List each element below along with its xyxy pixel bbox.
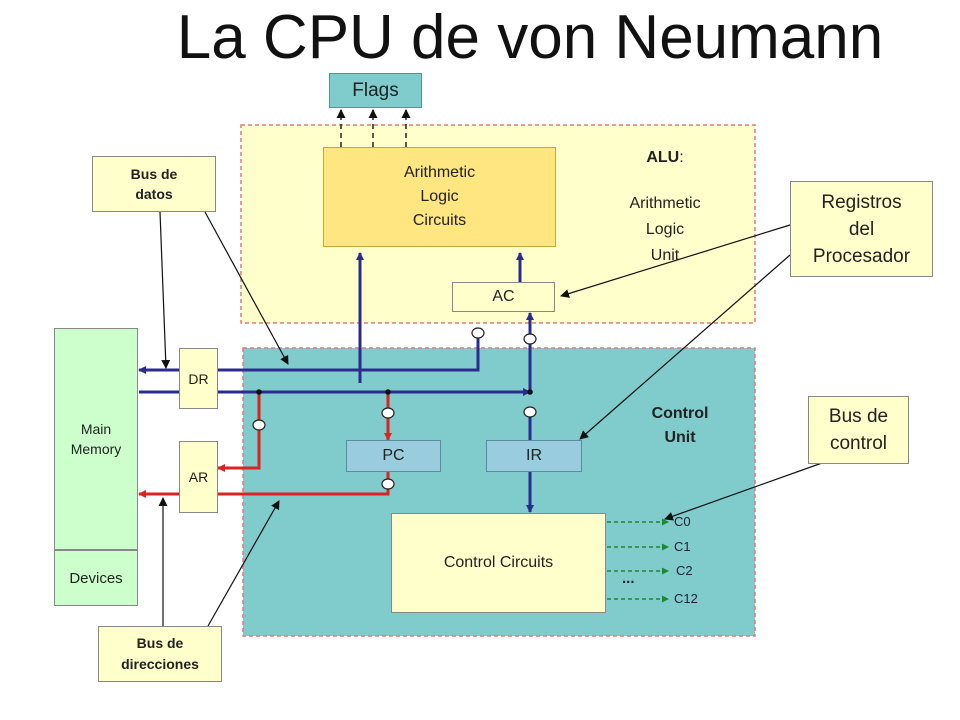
bus-junctions [256, 389, 533, 395]
callout-pointers [158, 211, 823, 627]
signal-c0: C0 [674, 514, 691, 529]
flags-label: Flags [352, 79, 399, 101]
bus-datos-line-2: datos [135, 186, 173, 202]
control-unit-line-2: Unit [664, 429, 696, 446]
dr-label: DR [188, 370, 209, 387]
control-unit-line-1: Control [651, 405, 709, 422]
signal-c1: C1 [674, 539, 691, 554]
registros-line-2: del [848, 218, 875, 240]
signal-c2: C2 [676, 563, 693, 578]
address-bus-lines [138, 392, 392, 498]
alu-line-logic: Logic [645, 221, 685, 238]
ac-label: AC [492, 288, 515, 305]
signal-c12: C12 [674, 591, 698, 606]
bus-direcciones-line-2: direcciones [121, 656, 199, 672]
callout-bus-direcciones: Bus de direcciones [98, 626, 222, 682]
ar-register: AR [179, 441, 218, 513]
ar-label: AR [188, 469, 209, 485]
alu-heading: ALU [646, 149, 680, 166]
control-signal-lines [607, 518, 669, 603]
control-unit-label: Control Unit [625, 402, 735, 450]
alu-unit-label: ALU: Arithmetic Logic Unit [605, 145, 725, 269]
main-memory-line-1: Main [80, 421, 112, 437]
dr-register: DR [179, 348, 218, 409]
main-memory: Main Memory [54, 328, 138, 550]
main-memory-line-2: Memory [70, 441, 122, 457]
alu-circuits-line-1: Arithmetic [403, 164, 476, 181]
control-circuits-label: Control Circuits [443, 554, 554, 571]
alu-circuits-line-2: Logic [420, 188, 459, 205]
page-title: La CPU de von Neumann [176, 3, 884, 72]
alu-line-unit: Unit [650, 247, 680, 264]
callout-bus-datos: Bus de datos [92, 156, 216, 212]
control-circuits-box: Control Circuits [391, 513, 606, 613]
pc-register: PC [346, 440, 441, 472]
callout-registros-procesador: Registros del Procesador [790, 181, 933, 277]
arithmetic-logic-circuits-box: Arithmetic Logic Circuits [323, 147, 556, 247]
alu-circuits-line-3: Circuits [412, 212, 467, 229]
bus-datos-line-1: Bus de [130, 166, 178, 182]
bus-control-line-1: Bus de [828, 406, 889, 427]
bus-gates [252, 327, 537, 490]
devices-box: Devices [54, 550, 138, 606]
devices-label: Devices [69, 569, 123, 587]
registros-line-3: Procesador [812, 245, 911, 267]
ir-label: IR [526, 447, 542, 464]
ir-register: IR [486, 440, 582, 472]
alu-colon: : [679, 149, 684, 166]
signal-ellipsis: ... [622, 570, 635, 587]
alu-line-arithmetic: Arithmetic [629, 195, 701, 212]
flags-box: Flags [329, 73, 422, 108]
registros-line-1: Registros [821, 191, 902, 213]
bus-control-line-2: control [829, 433, 888, 454]
bus-direcciones-line-1: Bus de [136, 635, 184, 651]
callout-bus-control: Bus de control [808, 396, 909, 464]
ac-register: AC [452, 282, 555, 312]
flags-arrows [336, 109, 411, 147]
pc-label: PC [382, 447, 405, 464]
